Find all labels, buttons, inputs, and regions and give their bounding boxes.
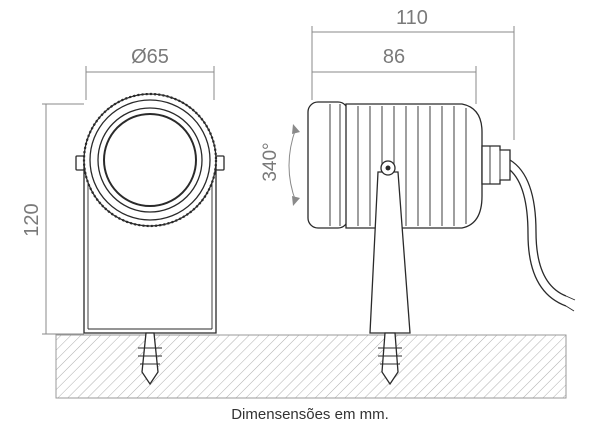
- dimension-lines: [42, 26, 515, 335]
- height-label: 120: [21, 203, 43, 236]
- body-length-label: 86: [383, 46, 405, 68]
- front-view: [75, 92, 225, 386]
- ground-section: [55, 334, 567, 399]
- total-length-label: 110: [396, 7, 428, 29]
- diameter-label: Ø65: [131, 46, 169, 68]
- side-view: [288, 101, 576, 386]
- rotation-label: 340°: [260, 142, 281, 181]
- caption: Dimensensões em mm.: [231, 406, 389, 423]
